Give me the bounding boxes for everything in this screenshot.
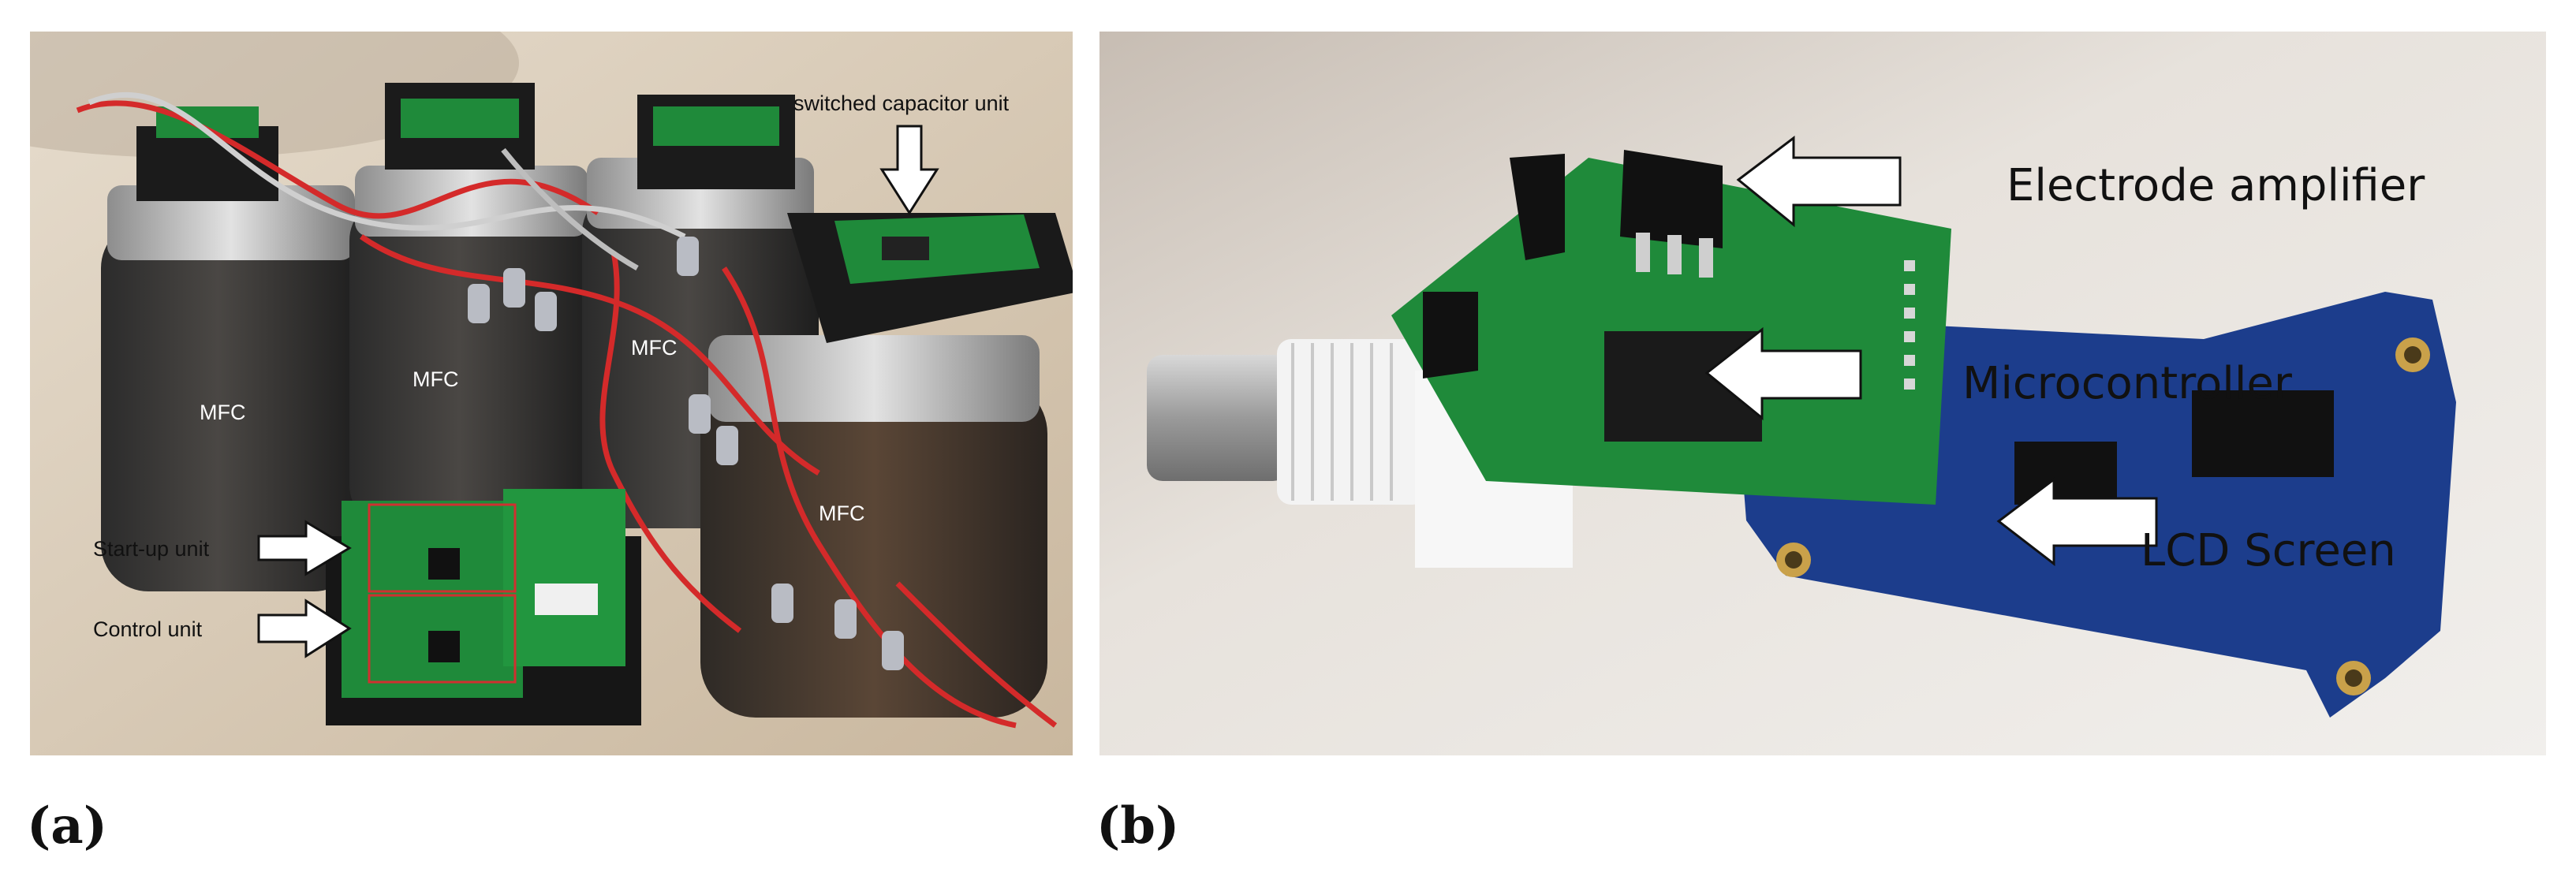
- label-startup-unit: Start-up unit: [93, 537, 210, 561]
- wire-connectors: [468, 237, 904, 670]
- label-lcd-screen: LCD Screen: [2141, 525, 2396, 576]
- label-control-unit: Control unit: [93, 617, 203, 641]
- caption-a: (a): [27, 796, 108, 856]
- label-switched-capacitor-unit: switched capacitor unit: [793, 91, 1010, 115]
- mfc-jar-1: [101, 106, 361, 591]
- photo-panel-a: switched capacitor unit MFC MFC MFC MFC …: [30, 32, 1073, 755]
- mfc-photo: switched capacitor unit MFC MFC MFC MFC …: [30, 32, 1073, 755]
- label-electrode-amplifier: Electrode amplifier: [2007, 160, 2425, 211]
- photo-panel-b: Electrode amplifier Microcontroller LCD …: [1099, 32, 2546, 755]
- label-mfc-1: MFC: [200, 401, 245, 424]
- annotation-arrows: [257, 125, 939, 658]
- wires: [76, 91, 1058, 729]
- label-mfc-4: MFC: [819, 502, 864, 525]
- pcb-photo: Electrode amplifier Microcontroller LCD …: [1099, 32, 2546, 755]
- control-box: [326, 489, 641, 725]
- label-mfc-2: MFC: [413, 367, 458, 391]
- label-microcontroller: Microcontroller: [1962, 358, 2293, 409]
- main-pcb: [1391, 150, 1951, 505]
- caption-b: (b): [1096, 796, 1180, 856]
- annotation-arrows-b: [1704, 135, 2158, 567]
- mfc-jar-4: [700, 213, 1073, 718]
- label-mfc-3: MFC: [631, 336, 677, 360]
